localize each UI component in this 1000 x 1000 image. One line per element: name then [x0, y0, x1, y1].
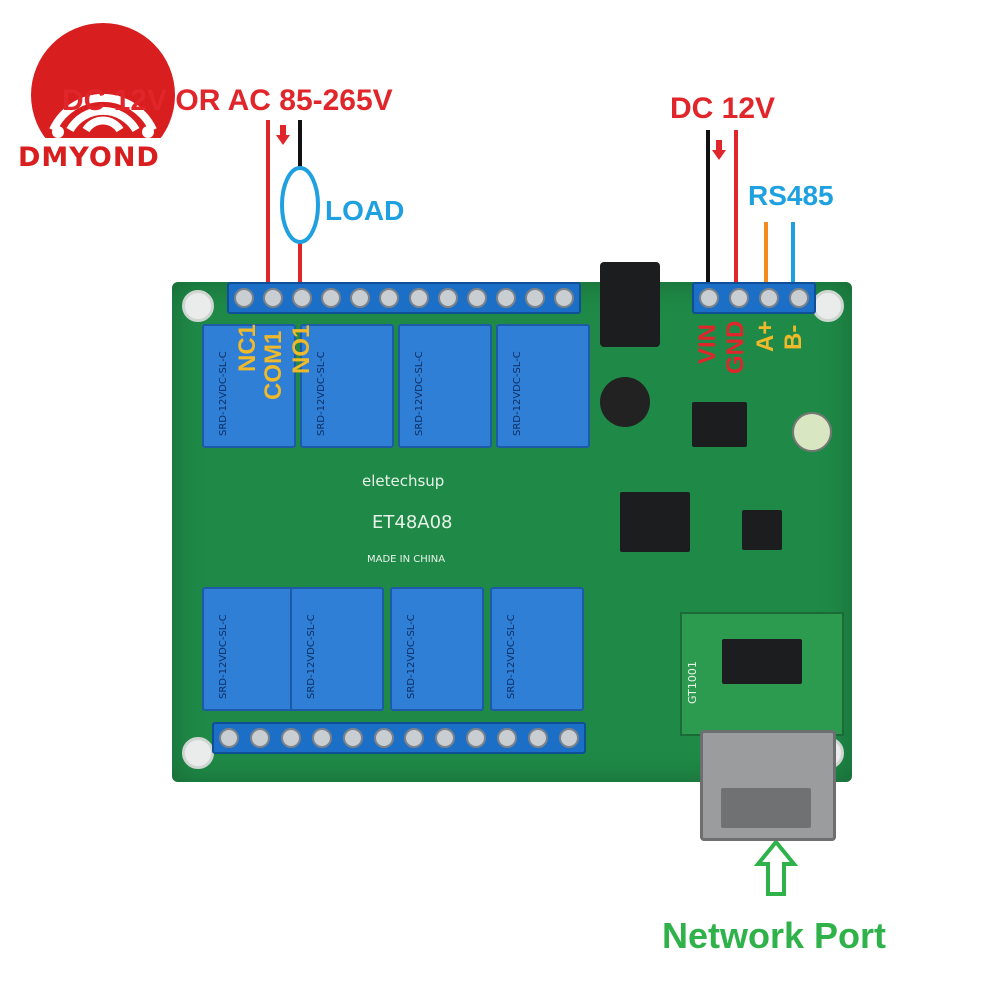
ethernet-module: GT1001	[680, 612, 844, 736]
mount-hole	[182, 737, 214, 769]
relay: SRD-12VDC-SL-C	[496, 324, 590, 448]
port-module-label: GT1001	[686, 661, 699, 704]
terminal-label-nc1: NC1	[234, 323, 261, 372]
network-port-label: Network Port	[662, 915, 887, 956]
relay: SRD-12VDC-SL-C	[202, 587, 296, 711]
load-label: LOAD	[325, 195, 405, 226]
inductor	[600, 377, 650, 427]
relay: SRD-12VDC-SL-C	[202, 324, 296, 448]
relay-terminal-block-top	[227, 282, 581, 314]
brand-name: DMYOND	[18, 142, 160, 173]
terminal-label-gnd: GND	[722, 320, 749, 374]
relay-board: SRD-12VDC-SL-C SRD-12VDC-SL-C SRD-12VDC-…	[172, 262, 852, 782]
mount-hole	[812, 290, 844, 322]
terminal-label-b-minus: B-	[780, 324, 807, 350]
brand-logo	[18, 23, 188, 180]
rs485-label: RS485	[748, 180, 834, 211]
ac-power-label: DC 12V OR AC 85-265V	[62, 84, 393, 117]
board-model: ET48A08	[372, 512, 453, 533]
relay: SRD-12VDC-SL-C	[300, 324, 394, 448]
dc-power-label: DC 12V	[670, 92, 776, 125]
board-brand: eletechsup	[362, 472, 445, 490]
network-port[interactable]	[700, 730, 836, 841]
terminal-label-a-plus: A+	[752, 320, 779, 352]
ic-chip	[742, 510, 782, 550]
mount-hole	[182, 290, 214, 322]
ic-chip	[620, 492, 690, 552]
regulator-chip	[692, 402, 747, 447]
terminal-label-vin: VIN	[694, 323, 721, 364]
board-origin: MADE IN CHINA	[367, 554, 446, 565]
ic-chip	[722, 639, 802, 684]
relay: SRD-12VDC-SL-C	[398, 324, 492, 448]
relay: SRD-12VDC-SL-C	[390, 587, 484, 711]
power-rs485-terminal	[692, 282, 816, 314]
terminal-label-no1: NO1	[288, 324, 315, 374]
relay: SRD-12VDC-SL-C	[290, 587, 384, 711]
capacitor	[792, 412, 832, 452]
relay: SRD-12VDC-SL-C	[490, 587, 584, 711]
dc-jack	[600, 262, 660, 347]
terminal-label-com1: COM1	[260, 330, 287, 400]
relay-terminal-block-bottom	[212, 722, 586, 754]
